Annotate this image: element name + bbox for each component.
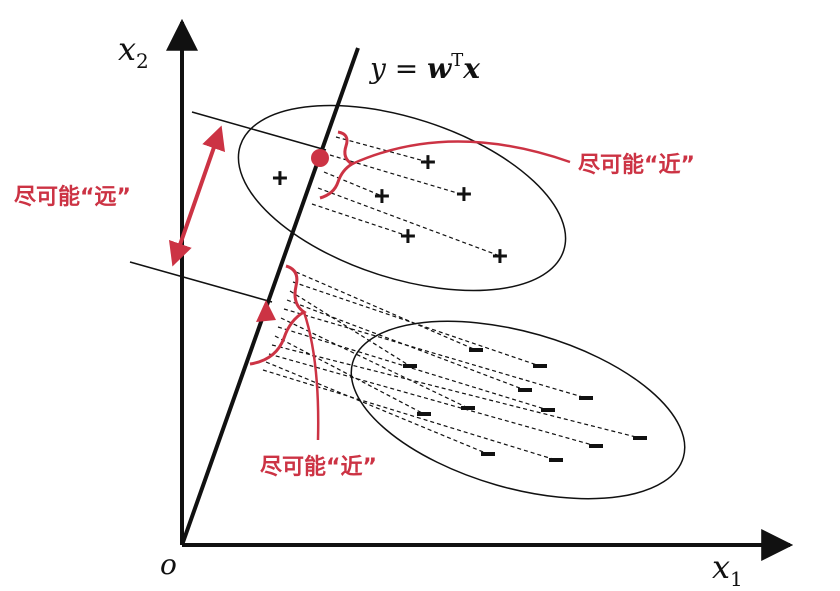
negative-class-ellipse xyxy=(350,320,686,500)
positive-projected-center xyxy=(311,149,329,167)
positive-sample: + xyxy=(456,179,472,209)
far-distance-arrow xyxy=(168,125,226,267)
x-axis-subscript: 1 xyxy=(730,567,743,591)
y-axis-subscript: 2 xyxy=(136,49,149,73)
far-label: 尽可能“远” xyxy=(14,184,131,210)
projection-equation: y = wTx xyxy=(368,50,480,85)
negative-samples xyxy=(403,348,647,462)
positive-projection-lines xyxy=(311,136,501,257)
positive-sample: + xyxy=(272,163,288,193)
positive-class-ellipse xyxy=(237,104,567,292)
negative-projected-center xyxy=(256,300,276,322)
projection-line xyxy=(180,47,360,546)
guide-line-lower xyxy=(129,261,273,303)
guide-line-upper xyxy=(191,111,327,151)
near-pointer-bottom xyxy=(302,311,320,441)
origin-label: o xyxy=(160,548,177,581)
positive-samples: + + + + + + xyxy=(272,147,508,271)
positive-sample: + xyxy=(420,147,436,177)
positive-sample: + xyxy=(400,221,416,251)
negative-projection-lines xyxy=(262,271,641,461)
positive-sample: + xyxy=(374,181,390,211)
x-axis-label: x1 xyxy=(712,548,743,591)
near-label-bottom: 尽可能“近” xyxy=(260,454,377,480)
positive-sample: + xyxy=(492,241,508,271)
near-pointer-top xyxy=(351,140,571,166)
near-label-top: 尽可能“近” xyxy=(578,152,695,178)
y-axis-label: x2 xyxy=(118,30,149,73)
